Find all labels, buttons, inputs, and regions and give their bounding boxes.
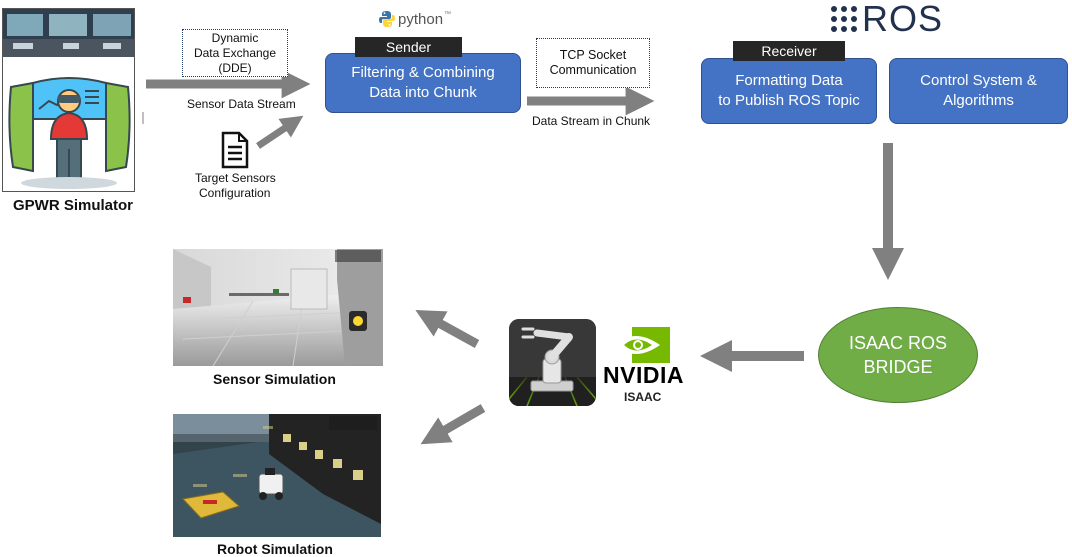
python-logo: python ™ xyxy=(378,8,451,30)
operator-icon xyxy=(3,9,134,189)
control-line1: Control System & xyxy=(920,72,1037,89)
ros-dots-icon xyxy=(831,6,857,32)
isaac-to-robot-sim-arrow xyxy=(420,404,486,445)
control-line2: Algorithms xyxy=(943,92,1014,109)
robot-scene-illustration xyxy=(173,414,381,537)
bridge-line1: ISAAC ROS xyxy=(848,333,948,353)
bridge-line2: BRIDGE xyxy=(863,357,933,377)
sender-line2: Data into Chunk xyxy=(369,84,477,101)
isaac-label: ISAAC xyxy=(624,390,662,404)
sender-box: Filtering & Combining Data into Chunk xyxy=(325,53,521,113)
receiver-box: Formatting Data to Publish ROS Topic xyxy=(701,58,877,124)
sensor-stream-label: Sensor Data Stream xyxy=(187,97,296,111)
nvidia-eye-icon xyxy=(616,327,670,363)
nvidia-wordmark: NVIDIA xyxy=(603,362,684,388)
python-icon xyxy=(379,11,395,27)
robot-simulation-image xyxy=(173,414,381,537)
chunk-stream-label: Data Stream in Chunk xyxy=(532,114,651,128)
dde-line2: Data Exchange xyxy=(193,45,277,60)
receiver-line2: to Publish ROS Topic xyxy=(718,92,860,109)
python-wordmark: python xyxy=(398,10,444,28)
dde-line3: (DDE) xyxy=(218,60,252,75)
dde-box: Dynamic Data Exchange (DDE) xyxy=(182,29,288,77)
target-sensors-line1: Target Sensors xyxy=(195,171,276,185)
isaac-ros-bridge: ISAAC ROS BRIDGE xyxy=(818,307,978,403)
tcp-line1: TCP Socket xyxy=(559,48,627,62)
target-sensors-arrow xyxy=(256,115,304,149)
receiver-tag: Receiver xyxy=(733,41,845,61)
tcp-line2: Communication xyxy=(549,63,637,77)
python-tm: ™ xyxy=(444,11,452,18)
ros-wordmark: ROS xyxy=(862,0,944,39)
receiver-line1: Formatting Data xyxy=(735,72,843,89)
sender-line1: Filtering & Combining xyxy=(351,64,495,81)
sender-tag: Sender xyxy=(355,37,462,57)
robot-simulation-caption: Robot Simulation xyxy=(217,541,333,557)
document-icon xyxy=(221,131,249,169)
sensor-simulation-image xyxy=(173,249,383,366)
isaac-to-sensor-sim-arrow xyxy=(415,310,480,348)
gpwr-simulator-caption: GPWR Simulator xyxy=(13,197,134,214)
control-system-box: Control System & Algorithms xyxy=(889,58,1068,124)
sensor-simulation-caption: Sensor Simulation xyxy=(213,371,336,387)
dde-line1: Dynamic xyxy=(211,30,259,45)
tcp-box: TCP Socket Communication xyxy=(536,38,650,88)
target-sensors-line2: Configuration xyxy=(199,186,271,200)
isaac-app-icon xyxy=(509,319,596,406)
sensor-scene-illustration xyxy=(173,249,383,366)
robot-arm-icon xyxy=(509,319,596,406)
ros-logo: ROS xyxy=(830,0,944,39)
gpwr-simulator-illustration xyxy=(2,8,135,192)
